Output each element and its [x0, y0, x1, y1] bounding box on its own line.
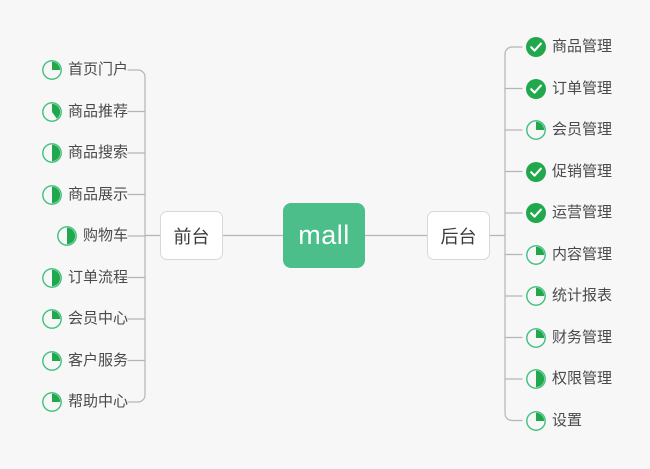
leaf-item-label: 订单流程 [67, 268, 128, 286]
pie-progress-icon [41, 142, 63, 164]
pie-progress-icon [525, 119, 547, 141]
leaf-item-label: 促销管理 [552, 162, 613, 180]
leaf-item-left-4[interactable]: 购物车 [56, 224, 128, 248]
pie-progress-icon [41, 308, 63, 330]
check-circle-icon [525, 36, 547, 58]
branch-node-backend-label: 后台 [440, 226, 477, 247]
leaf-item-left-3[interactable]: 商品展示 [41, 183, 128, 207]
pie-progress-icon [41, 101, 63, 123]
leaf-item-left-0[interactable]: 首页门户 [41, 58, 128, 82]
leaf-item-right-5[interactable]: 内容管理 [525, 243, 612, 267]
leaf-item-left-5[interactable]: 订单流程 [41, 266, 128, 290]
leaf-item-label: 商品管理 [552, 38, 613, 55]
leaf-item-left-8[interactable]: 帮助中心 [41, 390, 128, 414]
pie-progress-icon [56, 225, 78, 247]
leaf-item-right-6[interactable]: 统计报表 [525, 284, 612, 308]
leaf-item-left-7[interactable]: 客户服务 [41, 349, 128, 373]
center-node-mall[interactable]: mall [283, 203, 365, 268]
pie-progress-icon [525, 285, 547, 307]
leaf-item-label: 购物车 [82, 227, 128, 244]
leaf-item-label: 会员中心 [67, 310, 128, 327]
leaf-item-right-1[interactable]: 订单管理 [525, 77, 612, 101]
leaf-item-label: 商品搜索 [67, 144, 128, 161]
leaf-item-left-1[interactable]: 商品推荐 [41, 100, 128, 124]
leaf-item-left-2[interactable]: 商品搜索 [41, 141, 128, 165]
check-circle-icon [525, 78, 547, 100]
leaf-item-right-0[interactable]: 商品管理 [525, 35, 612, 59]
leaf-item-label: 财务管理 [552, 328, 613, 346]
branch-node-frontend[interactable]: 前台 [160, 211, 223, 260]
check-circle-icon [525, 202, 547, 224]
leaf-item-label: 设置 [552, 411, 583, 429]
center-node-label: mall [298, 220, 350, 250]
pie-progress-icon [525, 410, 547, 432]
leaf-item-label: 权限管理 [552, 370, 613, 387]
leaf-item-right-7[interactable]: 财务管理 [525, 326, 612, 350]
leaf-item-label: 会员管理 [552, 121, 613, 138]
leaf-item-label: 客户服务 [67, 351, 128, 369]
pie-progress-icon [41, 184, 63, 206]
leaf-item-right-8[interactable]: 权限管理 [525, 367, 612, 391]
leaf-item-label: 订单管理 [552, 79, 613, 97]
leaf-item-right-3[interactable]: 促销管理 [525, 160, 612, 184]
leaf-item-label: 商品推荐 [67, 102, 128, 120]
leaf-item-label: 运营管理 [552, 204, 613, 221]
leaf-item-label: 商品展示 [67, 185, 128, 203]
branch-node-frontend-label: 前台 [173, 226, 210, 247]
pie-progress-icon [41, 59, 63, 81]
pie-progress-icon [41, 267, 63, 289]
leaf-item-right-4[interactable]: 运营管理 [525, 201, 612, 225]
pie-progress-icon [41, 350, 63, 372]
pie-progress-icon [41, 391, 63, 413]
leaf-item-label: 首页门户 [67, 61, 128, 78]
pie-progress-icon [525, 368, 547, 390]
pie-progress-icon [525, 327, 547, 349]
leaf-item-label: 统计报表 [552, 287, 613, 304]
leaf-item-label: 帮助中心 [67, 393, 128, 410]
leaf-item-right-2[interactable]: 会员管理 [525, 118, 612, 142]
branch-node-backend[interactable]: 后台 [427, 211, 490, 260]
leaf-item-left-6[interactable]: 会员中心 [41, 307, 128, 331]
leaf-item-right-9[interactable]: 设置 [525, 409, 582, 433]
pie-progress-icon [525, 244, 547, 266]
leaf-item-label: 内容管理 [552, 245, 613, 263]
check-circle-icon [525, 161, 547, 183]
